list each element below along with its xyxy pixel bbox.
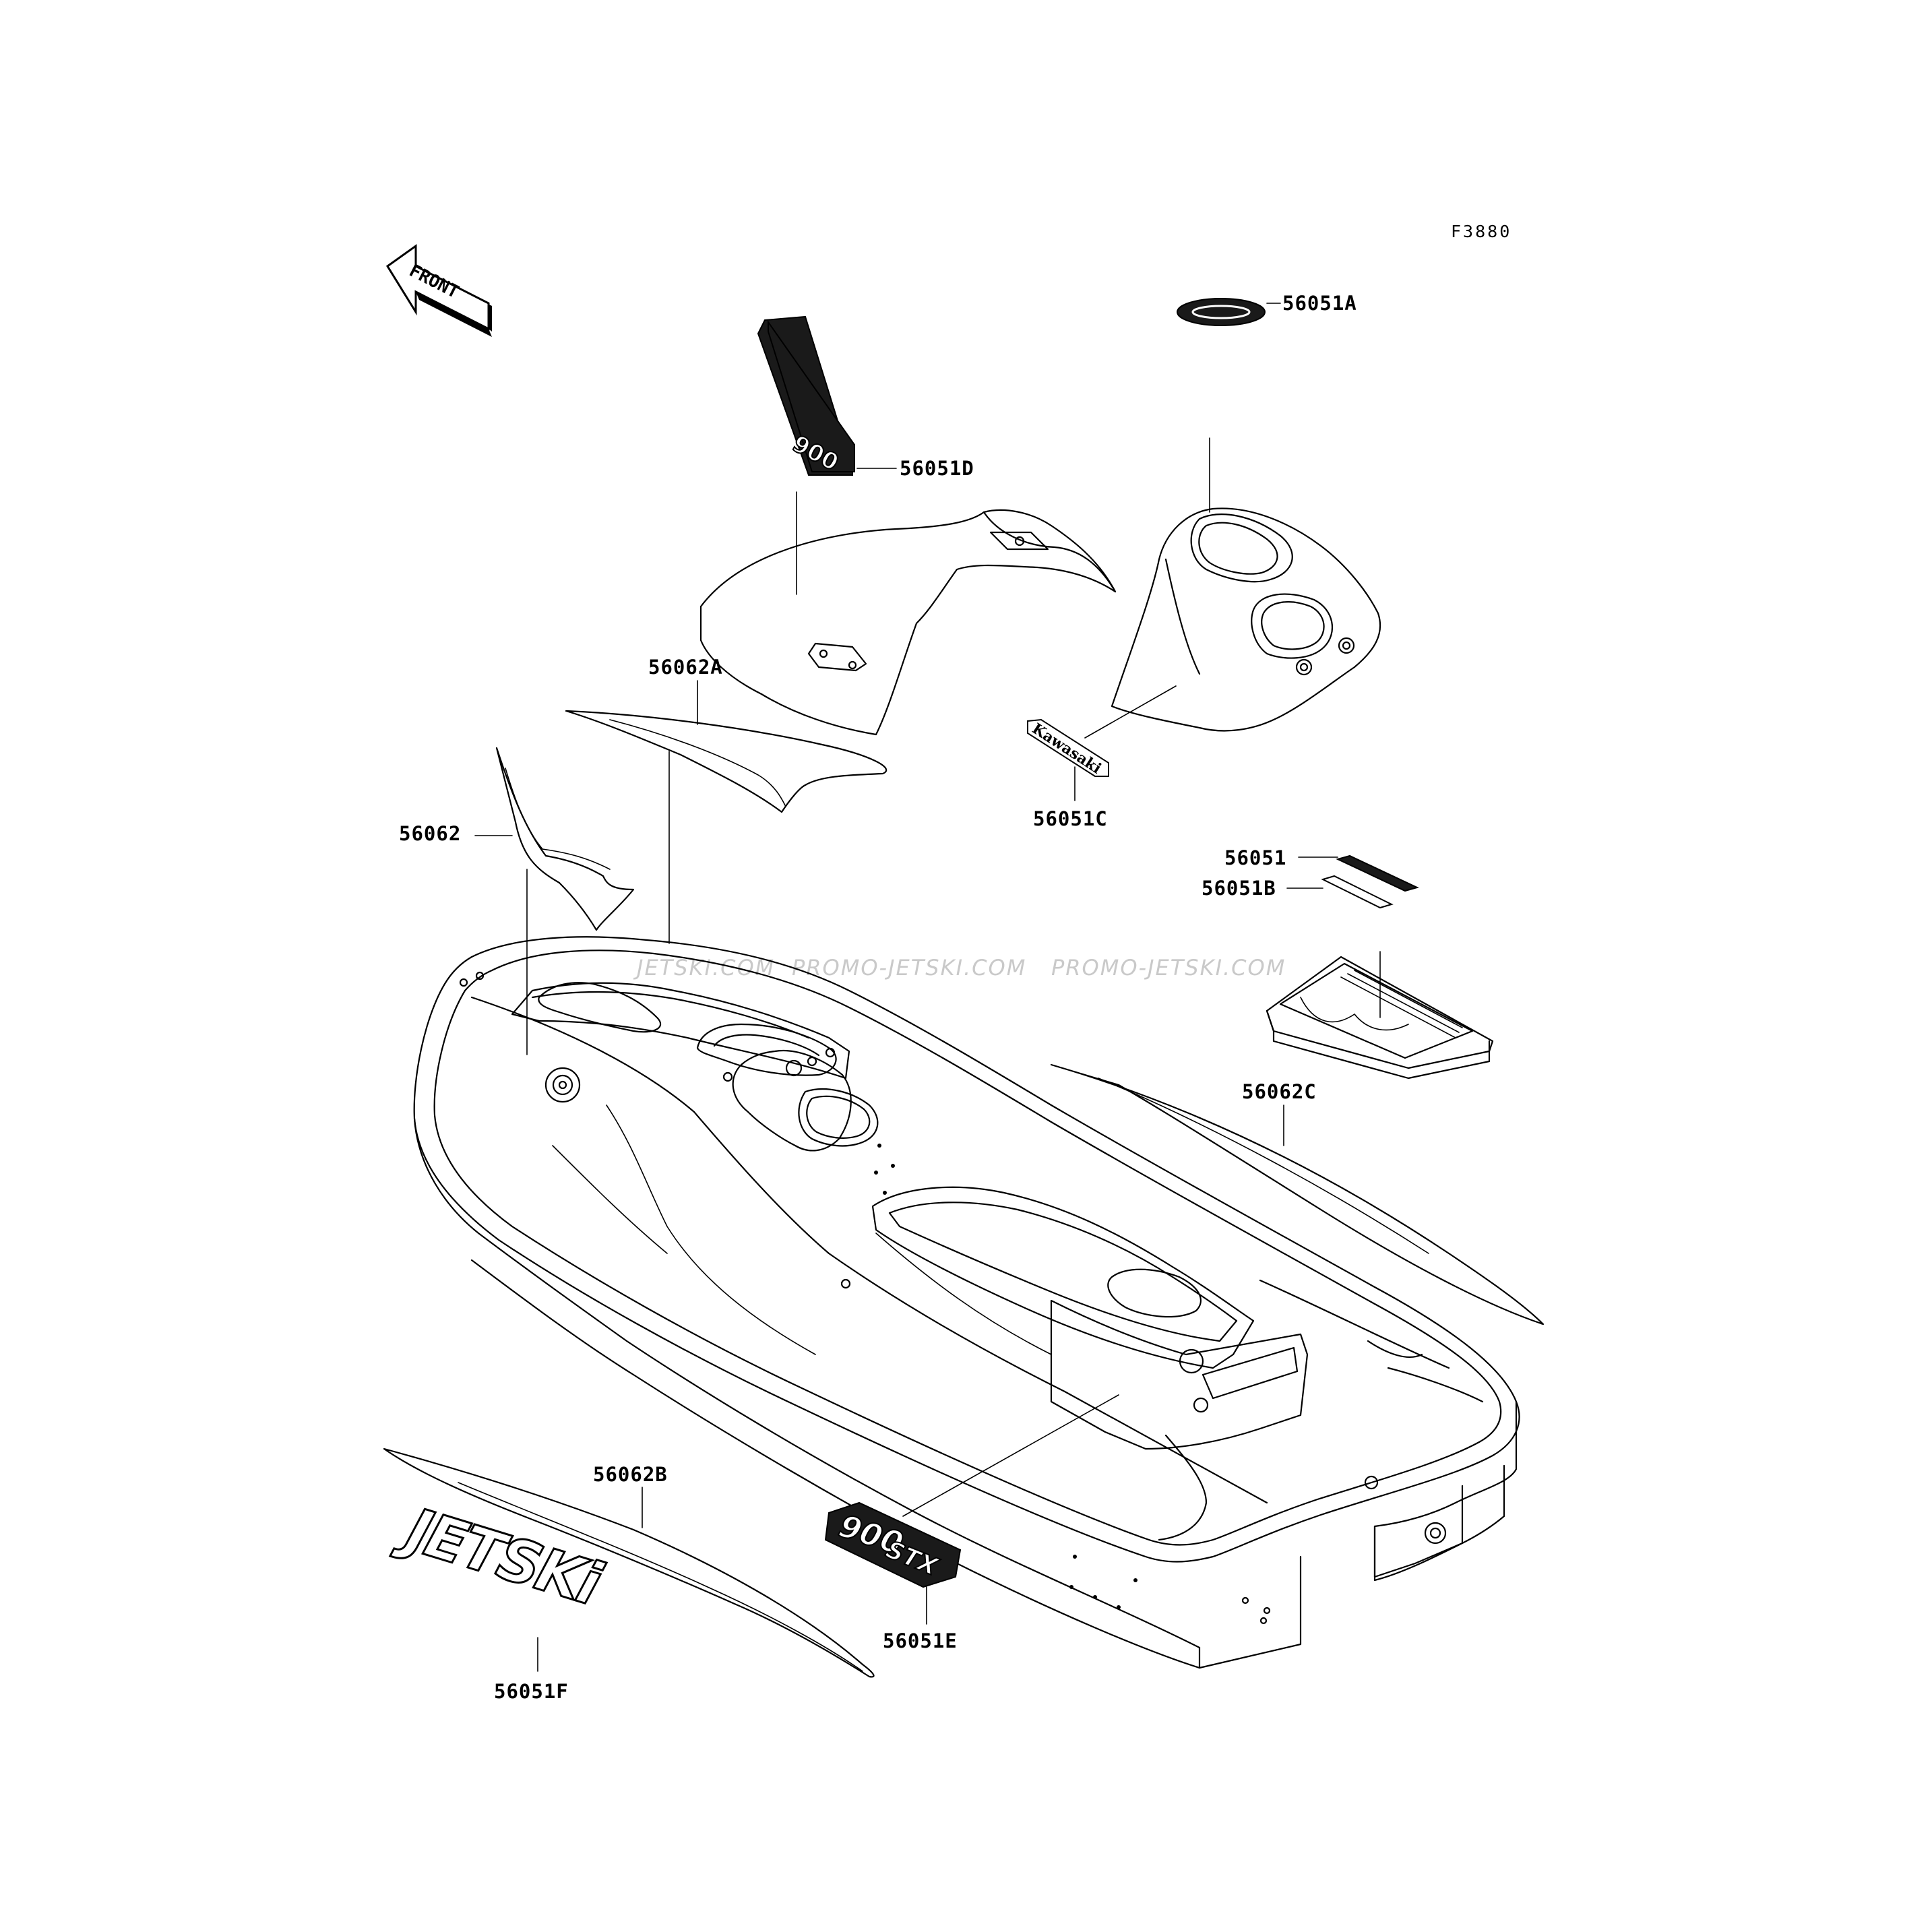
figure-code: F3880 <box>1451 222 1512 241</box>
part-label-56051: 56051 <box>1224 846 1286 869</box>
part-label-56062a: 56062A <box>648 656 723 679</box>
decal-56051f: JETSKi <box>388 1491 611 1621</box>
part-label-56062b: 56062B <box>593 1463 668 1486</box>
watermark-segment: PROMO-JETSKI.COM <box>1051 955 1286 980</box>
watermark: JETSKI.COM PROMO-JETSKI.COM PROMO-JETSKI… <box>633 955 1286 980</box>
part-label-56051c: 56051C <box>1033 807 1108 830</box>
part-label-56051b: 56051B <box>1202 877 1276 900</box>
leader-line <box>1084 685 1177 739</box>
watermark-segment: JETSKI.COM <box>633 955 775 980</box>
part-label-56051f: 56051F <box>494 1680 569 1703</box>
part-label-56051d: 56051D <box>900 457 974 480</box>
seat-cover <box>699 509 1117 736</box>
decal-56051 <box>1336 854 1419 892</box>
steering-cover <box>1111 507 1381 732</box>
watermark-segment: PROMO-JETSKI.COM <box>792 955 1026 980</box>
decal-56051b <box>1321 875 1394 909</box>
kawasaki-text: Kawasaki <box>1029 720 1104 777</box>
decal-56051d: 900 <box>757 315 855 477</box>
front-arrow-icon: FRONT <box>385 244 492 337</box>
hull <box>413 936 1520 1669</box>
decal-56051e: 900 STX <box>824 1501 962 1588</box>
part-label-56051e: 56051E <box>883 1629 958 1652</box>
leader-line <box>902 1394 1119 1517</box>
part-label-56051a: 56051A <box>1282 292 1357 315</box>
decal-56051a <box>1177 298 1266 326</box>
part-label-56062c: 56062C <box>1242 1080 1317 1103</box>
stripe-56062a <box>565 710 887 813</box>
stripe-56062b <box>383 1447 875 1678</box>
decal-56051c: Kawasaki <box>1027 718 1109 778</box>
engine-cover <box>1266 956 1494 1080</box>
stripe-56062 <box>495 747 635 931</box>
jetski-text: JETSKi <box>389 1492 610 1620</box>
stripe-56062c <box>1050 1063 1545 1326</box>
part-label-56062: 56062 <box>399 822 461 845</box>
